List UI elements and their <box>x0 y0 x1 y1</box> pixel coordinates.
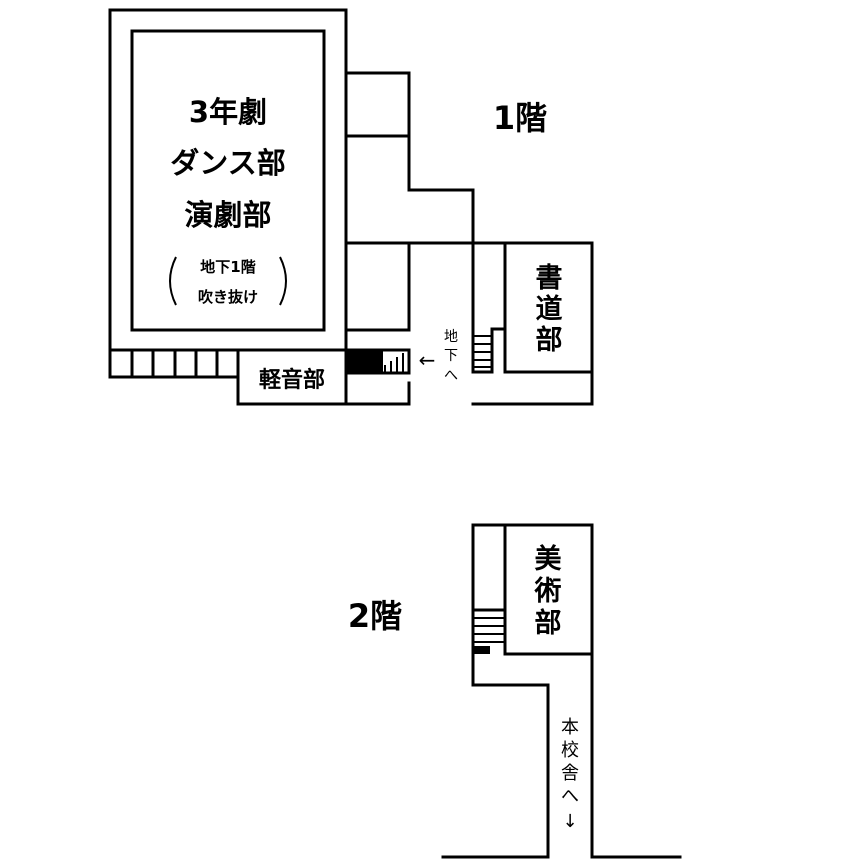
light-music-label: 軽音部 <box>259 367 325 393</box>
art-char-1: 美 <box>535 543 562 575</box>
main-hall-line2: ダンス部 <box>170 146 285 180</box>
main-building-char-1: 本 <box>561 717 579 738</box>
floor2-label: 2階 <box>348 597 402 635</box>
paren-right <box>279 256 287 306</box>
calligraphy-char-2: 道 <box>536 293 563 325</box>
floor2-walls <box>441 523 682 859</box>
main-hall-line1: 3年劇 <box>189 95 267 129</box>
main-building-char-3: 舎 <box>561 763 579 784</box>
calligraphy-char-1: 書 <box>536 263 563 294</box>
main-hall-line3: 演劇部 <box>184 198 271 232</box>
floor1-label: 1階 <box>493 99 547 137</box>
floor1-walls <box>108 8 594 406</box>
basement-char-3: へ <box>444 368 458 384</box>
calligraphy-char-3: 部 <box>536 324 563 356</box>
basement-char-1: 地 <box>444 329 458 345</box>
main-hall-note-line1: 地下1階 <box>200 258 255 276</box>
main-building-char-4: へ <box>561 786 579 807</box>
art-char-2: 術 <box>534 576 562 607</box>
arrow-left-icon: ← <box>419 348 436 372</box>
main-hall-note-line2: 吹き抜け <box>198 288 258 306</box>
arrow-down-icon: ↓ <box>562 811 577 832</box>
light-music-room <box>236 348 348 406</box>
paren-left <box>169 256 177 306</box>
stairs-icon <box>347 335 493 374</box>
art-char-3: 部 <box>535 607 562 639</box>
main-building-char-2: 校 <box>561 740 579 761</box>
basement-char-2: 下 <box>444 348 458 364</box>
stairs-icon <box>472 617 506 654</box>
main-hall-room <box>130 29 326 332</box>
